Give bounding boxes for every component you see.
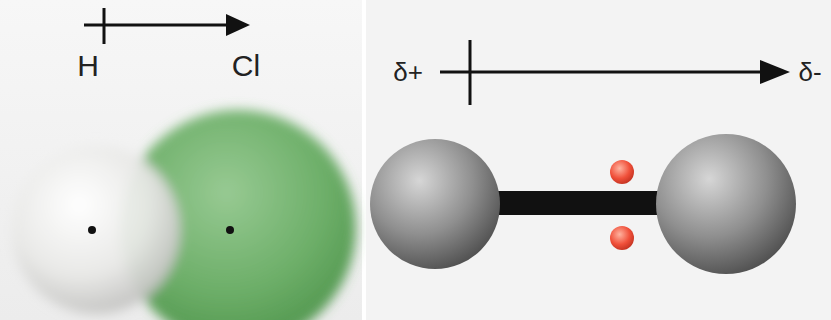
partial-charge: δ-: [798, 59, 821, 85]
atom-label: Cl: [232, 51, 260, 81]
nucleus-dot: [226, 226, 234, 234]
electron-dot: [610, 226, 634, 250]
atom-ball: [370, 139, 500, 269]
electron-clouds: [12, 110, 356, 320]
electron-dot: [610, 160, 634, 184]
nucleus-dot: [88, 226, 96, 234]
partial-charge: δ+: [393, 59, 423, 85]
dipole-arrow: [440, 40, 790, 105]
bond: [490, 191, 670, 215]
dipole-arrow: [84, 8, 250, 44]
atom-label: H: [77, 51, 99, 81]
atom-ball: [656, 134, 796, 274]
right-panel: [366, 0, 831, 320]
